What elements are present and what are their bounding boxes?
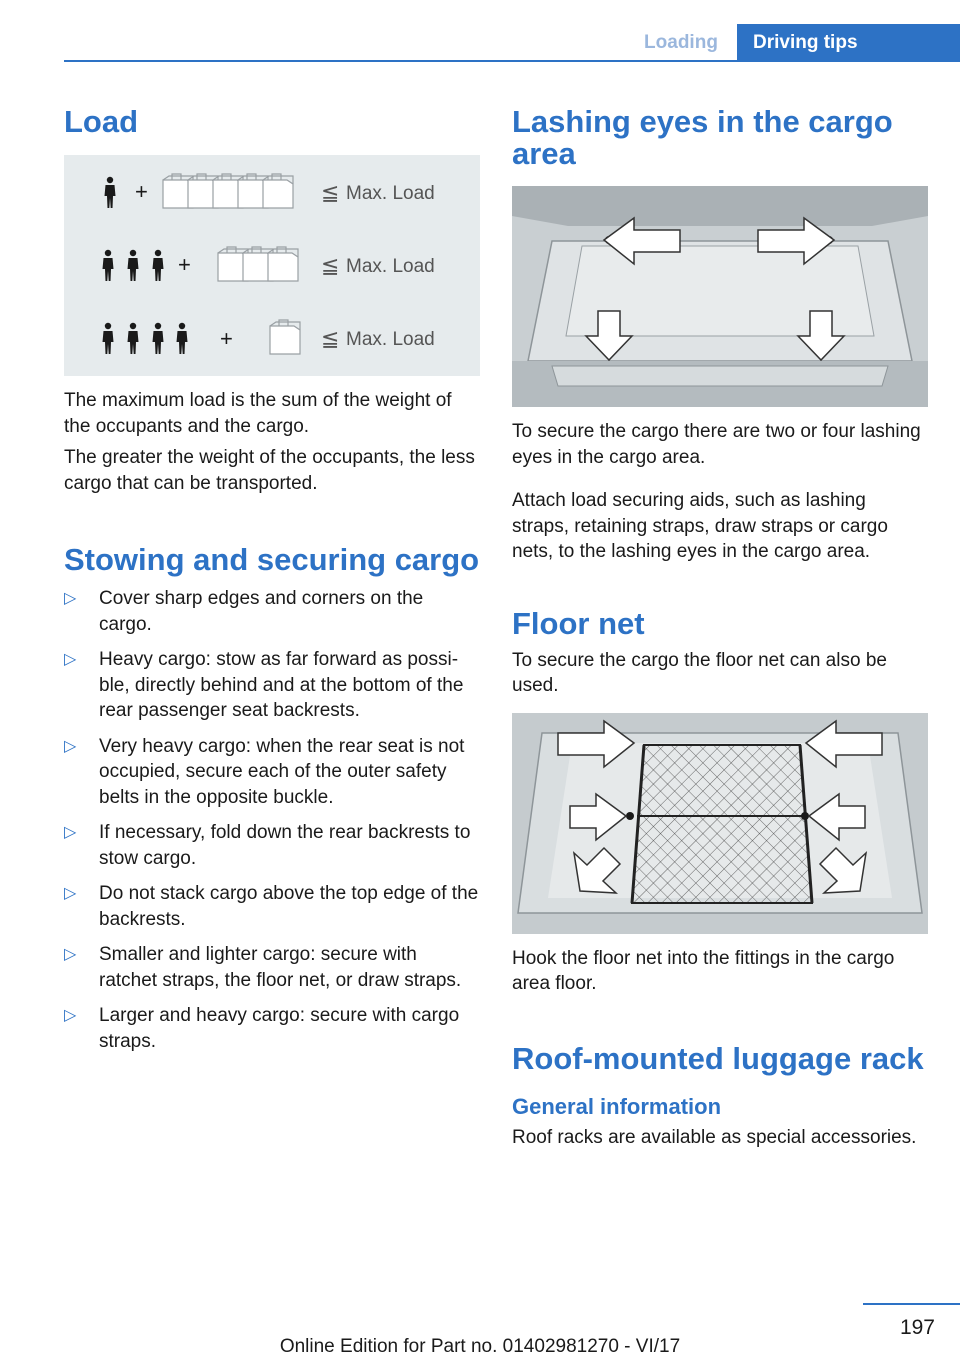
bullet-triangle-icon: ▷ (64, 885, 77, 902)
person-icon (152, 322, 164, 354)
plus-sign: + (220, 326, 233, 351)
lashing-heading: Lashing eyes in the cargo area (512, 104, 893, 171)
floor-net-heading: Floor net (512, 605, 645, 641)
list-item: ▷Do not stack cargo above the top edge o… (64, 883, 479, 930)
person-icon (152, 249, 164, 281)
general-information-heading: General information (512, 1093, 722, 1119)
arrow-icon (818, 846, 868, 894)
floor-net-paragraph-2: Hook the floor net into the fittings in … (512, 947, 895, 995)
stowing-list: ▷Cover sharp edges and corners on the ca… (64, 586, 480, 1054)
bullet-triangle-icon: ▷ (64, 590, 77, 607)
plus-sign: + (135, 179, 148, 204)
load-paragraph-1: The maximum load is the sum of the weigh… (64, 390, 452, 437)
load-row-3: + ≦ Max. Load (102, 319, 435, 355)
arrow-icon (602, 216, 681, 266)
plus-sign: + (178, 252, 191, 277)
person-icon (102, 322, 114, 354)
bullet-triangle-icon: ▷ (64, 651, 77, 668)
person-icon (176, 322, 188, 354)
arrow-icon (804, 719, 883, 769)
max-load-label: Max. Load (346, 256, 435, 277)
person-icon (102, 249, 114, 281)
floor-net-illustration (512, 712, 928, 934)
list-item: ▷Heavy cargo: stow as far forward as pos… (64, 649, 464, 721)
arrow-icon (569, 792, 628, 842)
max-load-label: Max. Load (346, 183, 435, 204)
le-sign: ≦ (321, 180, 339, 205)
bullet-triangle-icon: ▷ (64, 824, 77, 841)
lashing-paragraph-2: Attach load securing aids, such as lashi… (512, 490, 888, 562)
arrow-icon (572, 846, 622, 894)
page-number: 197 (899, 1316, 935, 1339)
list-item: ▷Cover sharp edges and corners on the ca… (64, 588, 424, 635)
floor-net-image (512, 712, 928, 934)
load-figure: + ≦ Max. Load + ≦ Max. Load (64, 155, 480, 376)
person-icon (104, 176, 116, 208)
load-row-1: + ≦ Max. Load (104, 173, 435, 209)
general-information-paragraph: Roof racks are available as special acce… (512, 1126, 917, 1148)
arrow-icon (757, 216, 836, 266)
arrow-icon (584, 310, 634, 362)
load-row-2: + ≦ Max. Load (102, 246, 435, 282)
load-diagram: + ≦ Max. Load + ≦ Max. Load (102, 173, 435, 355)
max-load-label: Max. Load (346, 329, 435, 350)
floor-net-paragraph-1: To secure the cargo the floor net can al… (512, 649, 887, 697)
le-sign: ≦ (321, 326, 339, 351)
bullet-triangle-icon: ▷ (64, 946, 77, 963)
roof-rack-heading: Roof-mounted luggage rack (512, 1040, 924, 1076)
list-item: ▷Smaller and lighter cargo: secure with … (64, 944, 462, 991)
list-item: ▷Larger and heavy cargo: secure with car… (64, 1005, 460, 1052)
page-number-rule (863, 1303, 960, 1305)
bullet-triangle-icon: ▷ (64, 1007, 77, 1024)
arrow-icon (807, 792, 866, 842)
tab-driving-tips[interactable]: Driving tips (737, 24, 960, 62)
header-rule (64, 60, 960, 62)
tab-loading[interactable]: Loading (644, 32, 718, 53)
suitcase-icon (269, 319, 301, 355)
lashing-eyes-image (512, 186, 928, 407)
stowing-heading: Stowing and securing cargo (64, 542, 480, 577)
person-icon (127, 249, 139, 281)
edition-footer: Online Edition for Part no. 01402981270 … (279, 1336, 681, 1357)
right-column: Lashing eyes in the cargo area T (512, 100, 928, 1150)
lashing-paragraph-1: To secure the cargo there are two or fou… (512, 421, 921, 468)
bullet-triangle-icon: ▷ (64, 737, 77, 755)
load-paragraph-2: The greater the weight of the occupants,… (64, 447, 475, 494)
arrow-icon (796, 310, 846, 362)
le-sign: ≦ (321, 253, 339, 278)
left-column: Load + (64, 100, 480, 1064)
load-heading: Load (64, 104, 139, 139)
list-item: ▷If necessary, fold down the rear backre… (64, 822, 471, 869)
cargo-area-illustration (512, 186, 928, 407)
person-icon (127, 322, 139, 354)
list-item: ▷Very heavy cargo: when the rear seat is… (64, 735, 465, 808)
arrow-icon (557, 719, 636, 769)
